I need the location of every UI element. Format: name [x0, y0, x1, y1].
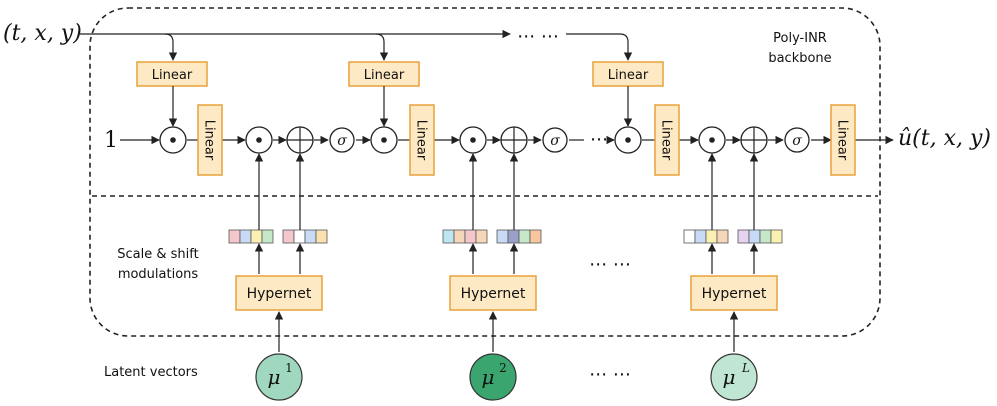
modulation-cell — [748, 229, 761, 244]
top-linear-2: Linear — [348, 61, 420, 87]
modulation-cell — [464, 229, 477, 244]
latent-vector-1: μ 1 — [255, 353, 303, 401]
modulations-label-2: modulations — [118, 267, 199, 282]
input-line-2 — [566, 33, 633, 61]
modulation-cell — [304, 229, 317, 244]
modulation-cell — [239, 229, 252, 244]
modulation-cell — [261, 229, 274, 244]
modulation-cell — [705, 229, 718, 244]
sigma-node-2: σ — [542, 127, 568, 153]
sigma-node-1: σ — [329, 127, 355, 153]
svg-text:Linear: Linear — [835, 120, 850, 161]
chain-linear-3: Linear — [654, 104, 680, 176]
input-branch-2 — [375, 33, 389, 61]
modulation-vector-1 — [228, 229, 274, 244]
modulation-vectors — [228, 229, 783, 244]
multiply-node-2 — [245, 126, 273, 154]
latent-ellipsis: ⋯ ⋯ — [589, 364, 631, 385]
svg-text:σ: σ — [792, 133, 802, 149]
top-linear-1: Linear — [136, 61, 208, 87]
svg-text:Linear: Linear — [659, 120, 674, 161]
hypernet-3: Hypernet — [690, 275, 778, 311]
input-label: (t, x, y) — [3, 21, 82, 46]
modulation-cell — [282, 229, 295, 244]
sigma-node-3: σ — [784, 127, 810, 153]
multiply-node-1 — [159, 126, 187, 154]
add-node-3 — [740, 126, 768, 154]
add-node-2 — [500, 126, 528, 154]
svg-text:2: 2 — [499, 361, 507, 375]
svg-text:L: L — [741, 361, 750, 375]
svg-text:Linear: Linear — [152, 68, 193, 83]
modulation-cell — [496, 229, 509, 244]
svg-text:Linear: Linear — [608, 68, 649, 83]
modulation-cell — [683, 229, 696, 244]
backbone-label-1: Poly-INR — [773, 31, 827, 46]
modulation-ellipsis: ⋯ ⋯ — [589, 254, 631, 275]
backbone-label-2: backbone — [768, 51, 831, 66]
modulation-cell — [442, 229, 455, 244]
output-label: û(t, x, y) — [898, 126, 991, 151]
multiply-node-3 — [370, 126, 398, 154]
svg-text:Linear: Linear — [364, 68, 405, 83]
svg-text:Hypernet: Hypernet — [702, 286, 767, 302]
multiply-node-6 — [698, 126, 726, 154]
modulations-label-1: Scale & shift — [117, 247, 198, 262]
modulation-vector-4 — [496, 229, 542, 244]
modulation-cell — [293, 229, 306, 244]
multiply-node-4 — [459, 126, 487, 154]
multiply-node-5 — [614, 126, 642, 154]
modulation-cell — [315, 229, 328, 244]
svg-text:μ: μ — [482, 365, 495, 389]
modulation-vector-2 — [282, 229, 328, 244]
constant-one-label: 1 — [104, 128, 118, 153]
modulation-cell — [716, 229, 729, 244]
latent-vectors-label: Latent vectors — [104, 365, 198, 380]
chain-linear-2: Linear — [409, 104, 435, 176]
modulation-cell — [475, 229, 488, 244]
backbone-container — [89, 7, 881, 337]
chain-linear-4: Linear — [830, 104, 856, 176]
svg-text:σ: σ — [337, 133, 347, 149]
input-branch-1 — [164, 33, 178, 61]
modulation-cell — [529, 229, 542, 244]
latent-vector-3: μ L — [710, 353, 758, 401]
chain-linear-1: Linear — [197, 104, 223, 176]
modulation-cell — [507, 229, 520, 244]
svg-text:μ: μ — [723, 365, 736, 389]
svg-text:σ: σ — [550, 133, 560, 149]
modulation-cell — [694, 229, 707, 244]
latent-vector-2: μ 2 — [469, 353, 517, 401]
modulation-cell — [770, 229, 783, 244]
top-ellipsis: ⋯ ⋯ — [517, 26, 559, 47]
modulation-cell — [453, 229, 466, 244]
modulation-cell — [228, 229, 241, 244]
svg-text:Linear: Linear — [414, 120, 429, 161]
svg-text:Hypernet: Hypernet — [247, 286, 312, 302]
modulation-vector-5 — [683, 229, 729, 244]
svg-text:Linear: Linear — [202, 120, 217, 161]
svg-text:Hypernet: Hypernet — [461, 286, 526, 302]
svg-text:μ: μ — [268, 365, 281, 389]
svg-text:1: 1 — [285, 361, 293, 375]
modulation-cell — [518, 229, 531, 244]
modulation-cell — [759, 229, 772, 244]
hypernet-2: Hypernet — [449, 275, 537, 311]
modulation-cell — [737, 229, 750, 244]
add-node-1 — [286, 126, 314, 154]
hypernet-1: Hypernet — [235, 275, 323, 311]
mid-ellipsis: ⋯ — [590, 129, 608, 150]
modulation-vector-6 — [737, 229, 783, 244]
top-linear-3: Linear — [592, 61, 664, 87]
modulation-vector-3 — [442, 229, 488, 244]
modulation-cell — [250, 229, 263, 244]
